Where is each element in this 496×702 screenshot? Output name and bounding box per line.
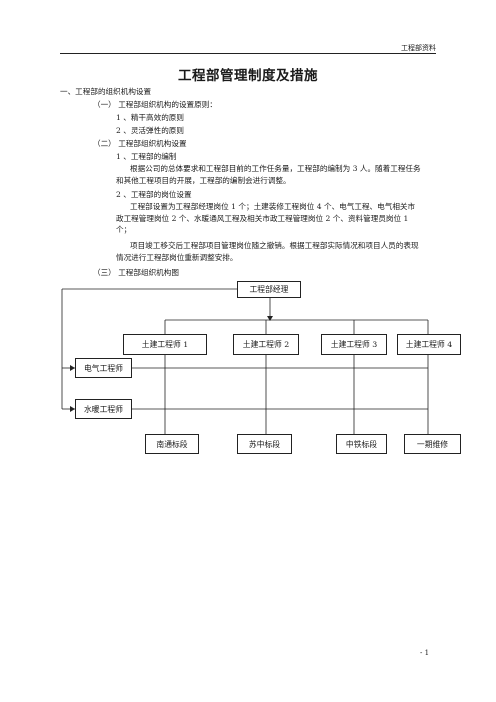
subsection-2-heading: （二） 工程部组织机构设置: [93, 139, 187, 148]
document-title: 工程部管理制度及措施: [178, 68, 318, 84]
handover-paragraph: 项目竣工移交后工程部项目管理岗位随之撤销。根据工程部实际情况和项目人员的表现情况…: [116, 241, 419, 262]
org-box-engineer-3: 土建工程师 3: [321, 334, 387, 355]
org-box-section-nantong: 南通标段: [145, 434, 199, 454]
page-number: - 1: [420, 649, 430, 657]
section-1-heading: 一、工程部的组织机构设置: [60, 87, 152, 96]
principle-1: 1 、精干高效的原则: [116, 113, 184, 122]
org-box-electrical: 电气工程师: [75, 358, 132, 378]
header-rule: [60, 53, 436, 54]
subsection-3-heading: （三） 工程部组织机构图: [93, 268, 179, 277]
page-header-label: 工程部资料: [401, 44, 436, 52]
subsection-1-heading: （一） 工程部组织机构的设置原则：: [93, 100, 217, 109]
staffing-heading: 1 、工程部的编制: [116, 152, 177, 161]
positions-paragraph: 工程部设置为工程部经理岗位 1 个；土建装修工程岗位 4 个、电气工程、电气相关…: [116, 202, 416, 234]
org-box-manager: 工程部经理: [237, 281, 301, 298]
org-box-section-maintenance: 一期维修: [404, 434, 461, 454]
org-box-engineer-2: 土建工程师 2: [233, 334, 299, 355]
staffing-paragraph: 根据公司的总体要求和工程部目前的工作任务量，工程部的编制为 3 人。随着工程任务…: [116, 164, 421, 185]
org-box-hvac: 水暖工程师: [75, 399, 132, 419]
principle-2: 2 、灵活弹性的原则: [116, 126, 184, 135]
org-box-section-zhongtie: 中铁标段: [336, 434, 387, 454]
org-box-engineer-4: 土建工程师 4: [397, 334, 461, 355]
org-box-engineer-1: 土建工程师 1: [123, 334, 207, 355]
org-box-section-suzhong: 苏中标段: [237, 434, 292, 454]
positions-heading: 2 、工程部的岗位设置: [116, 190, 192, 199]
